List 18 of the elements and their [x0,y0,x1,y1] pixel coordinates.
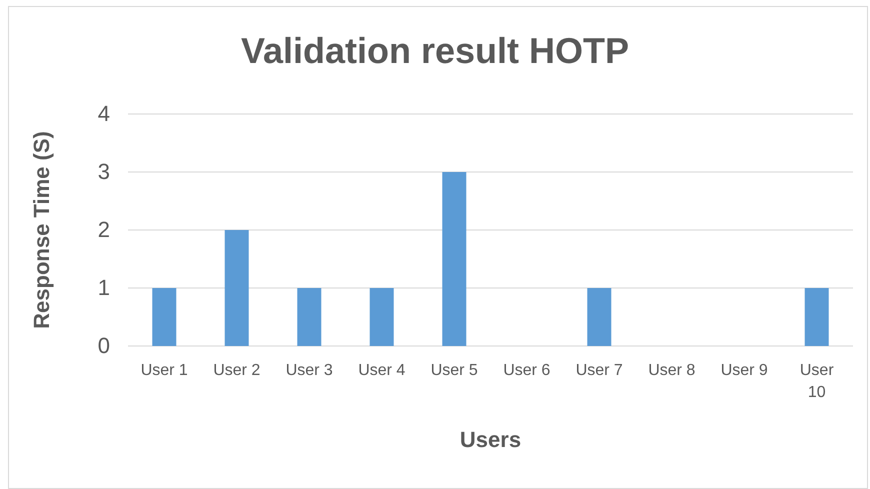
chart-title: Validation result HOTP [240,30,630,72]
category-label: User 6 [502,361,552,381]
category-label: User 1 [140,361,189,381]
category-label: User 2 [212,361,262,381]
tick-label: 1 [98,275,110,301]
tick-label: 2 [98,217,110,243]
category-label: User 7 [574,361,624,381]
axis-label: Users [458,427,522,453]
tick-label: 0 [98,333,110,359]
category-label: User 4 [357,361,406,381]
category-label: User 9 [720,361,769,381]
category-label: User 10 [798,361,835,403]
axis-label: Response Time (S) [29,130,55,331]
category-label: User 3 [284,361,334,381]
category-label: User 5 [430,361,479,381]
tick-label: 3 [98,159,110,185]
category-label: User 8 [647,361,696,381]
tick-label: 4 [98,101,110,127]
